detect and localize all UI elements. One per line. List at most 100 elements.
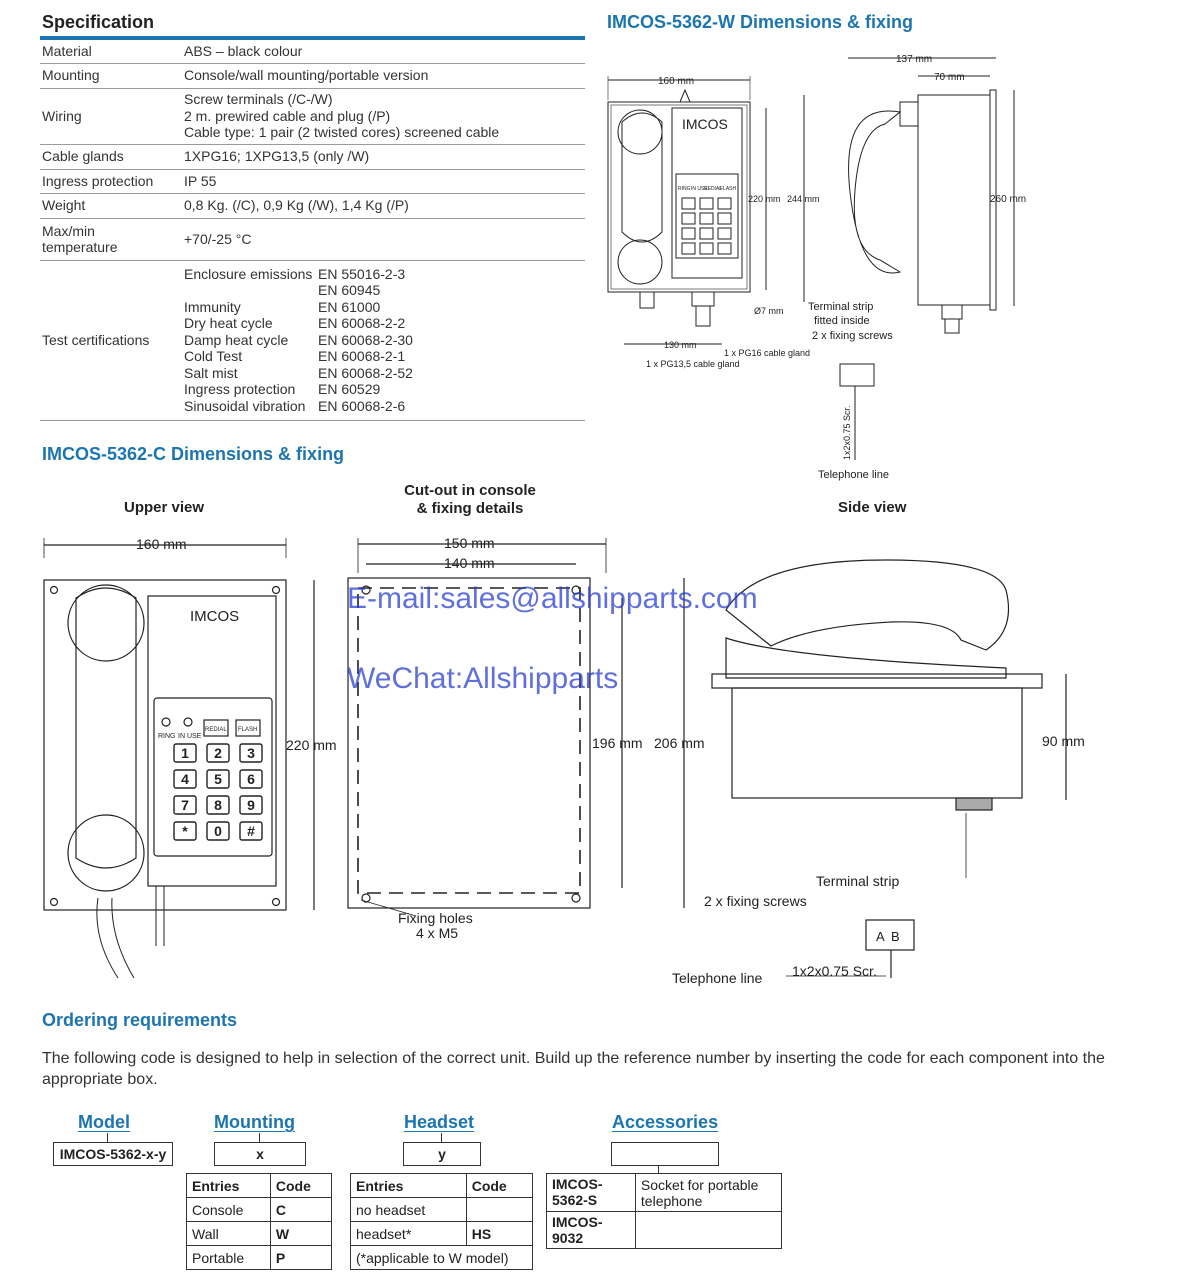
keypad-key: [173, 743, 197, 763]
redial-key: [203, 719, 229, 737]
upper-handset: [75, 587, 137, 869]
accessory-code: IMCOS-5362-S: [546, 1173, 636, 1212]
side-dim-depth-label: 90 mm: [1042, 733, 1085, 749]
wall-line-label: Telephone line: [818, 469, 889, 481]
table-row: IMCOS-9032: [546, 1211, 783, 1249]
wall-side-body: [917, 94, 991, 306]
wall-panel: [671, 107, 743, 279]
spec-row: Weight 0,8 Kg. (/C), 0,9 Kg (/W), 1,4 Kg…: [40, 193, 585, 219]
wall-key: [681, 212, 696, 225]
cert-name: [184, 282, 318, 299]
spec-value: ABS – black colour: [182, 40, 585, 64]
wall-handset: [621, 112, 663, 243]
code-cell: W: [269, 1221, 333, 1246]
strip-label-a: A: [876, 929, 885, 944]
spec-table: Material ABS – black colour Mounting Con…: [40, 40, 585, 421]
wall-handset-bottom: [617, 239, 663, 285]
keypad-key-label: 4: [181, 771, 189, 787]
ordering-text: The following code is designed to help i…: [42, 1050, 1105, 1088]
spec-value: Console/wall mounting/portable version: [182, 63, 585, 89]
wall-dim-hole-label: Ø7 mm: [754, 306, 784, 316]
spec-value: 1XPG16; 1XPG13,5 (only /W): [182, 144, 585, 170]
wall-dim-h2-label: 244 mm: [787, 194, 820, 204]
cert-name: Immunity: [184, 298, 241, 315]
wall-side-bracket: [899, 101, 919, 127]
side-view-label: Side view: [838, 499, 907, 516]
wall-key: [717, 242, 732, 255]
cutout-dim-196-label: 196 mm: [592, 735, 643, 751]
wall-key: [681, 242, 696, 255]
keypad-key: [239, 821, 263, 841]
upper-dim-height-label: 220 mm: [286, 737, 337, 753]
cert-standard: EN 60945: [318, 282, 381, 299]
cert-name: Dry heat cycle: [184, 315, 273, 332]
spec-title: Specification: [42, 12, 155, 32]
fixing-hole: [361, 585, 371, 595]
spec-label-line: Max/min: [42, 222, 95, 239]
table-row: Portable P: [186, 1245, 333, 1270]
entry-cell: Wall: [186, 1221, 271, 1246]
cert-name: Sinusoidal vibration: [184, 397, 306, 414]
side-handset: [725, 559, 1010, 651]
wall-handset-top: [617, 109, 663, 155]
table-row: Wall W: [186, 1221, 333, 1246]
table-row: Console C: [186, 1197, 333, 1222]
cert-standard: EN 60529: [318, 381, 381, 398]
ring-led-icon: [161, 717, 171, 727]
side-cradle: [725, 637, 1007, 679]
keypad-key: [239, 795, 263, 815]
keypad-key-label: #: [247, 823, 255, 839]
cert-standard: EN 60068-2-2: [318, 315, 406, 332]
spec-label: Wiring: [40, 88, 182, 145]
wall-screws-label: 2 x fixing screws: [812, 330, 893, 342]
wall-key: [681, 197, 696, 210]
wall-terminal-label: Terminal strip: [808, 301, 873, 313]
upper-view-label: Upper view: [124, 499, 205, 516]
spec-row: Ingress protection IP 55: [40, 169, 585, 194]
table-row: headset* HS: [350, 1221, 534, 1246]
console-diagram: 160 mm 220 mm IMCOS RING IN USE REDIAL F…: [43, 535, 1085, 986]
spec-row: Mounting Console/wall mounting/portable …: [40, 63, 585, 89]
mounting-table-header: Entries Code: [186, 1173, 333, 1198]
wall-key-redial: REDIAL: [704, 186, 722, 192]
keypad-key: [173, 795, 197, 815]
wall-keypad-area: [675, 173, 739, 259]
wall-dim-width-label: 160 mm: [658, 76, 694, 87]
spec-row: Wiring Screw terminals (/C-/W) 2 m. prew…: [40, 88, 585, 145]
headset-connector: [441, 1133, 442, 1143]
wall-key-ring: RING: [678, 186, 691, 192]
wall-key-inuse: IN USE: [691, 186, 708, 192]
spec-value: 0,8 Kg. (/C), 0,9 Kg (/W), 1,4 Kg (/P): [182, 193, 585, 219]
cutout-title-line: & fixing details: [416, 500, 524, 517]
spec-label-line: temperature: [42, 239, 118, 255]
keypad-key: [173, 769, 197, 789]
wall-brand: IMCOS: [682, 116, 728, 132]
model-code-box: IMCOS-5362-x-y: [53, 1142, 173, 1166]
cert-standard: EN 60068-2-52: [318, 364, 413, 381]
entry-cell: Portable: [186, 1245, 271, 1270]
keypad-key-label: 2: [214, 745, 222, 761]
spec-label: Weight: [40, 193, 182, 219]
cert-standard: EN 60068-2-1: [318, 348, 406, 365]
cutout-outline: [357, 587, 581, 894]
accessories-heading: Accessories: [612, 1112, 719, 1132]
mounting-table: Entries Code Console C Wall W Portable P: [186, 1173, 333, 1270]
terminal-strip-label: Terminal strip: [816, 873, 899, 889]
cert-name: Ingress protection: [184, 381, 296, 398]
upper-dim-width-label: 160 mm: [136, 536, 187, 552]
wall-title: IMCOS-5362-W Dimensions & fixing: [607, 12, 914, 32]
cert-standard: EN 61000: [318, 298, 381, 315]
accessory-desc: Socket for portable telephone: [634, 1173, 783, 1212]
mounting-code-box: x: [214, 1142, 306, 1166]
table-row: no headset: [350, 1197, 534, 1222]
fixing-hole: [571, 893, 581, 903]
keypad-key: [206, 795, 230, 815]
wall-side-handset: [848, 110, 902, 274]
code-cell: C: [269, 1197, 333, 1222]
keypad-key-label: 1: [181, 745, 189, 761]
keypad-key-label: 8: [214, 797, 222, 813]
model-connector: [107, 1133, 108, 1143]
wall-gland-pg135-label: 1 x PG13,5 cable gland: [646, 359, 740, 369]
wall-hook: [679, 88, 691, 103]
